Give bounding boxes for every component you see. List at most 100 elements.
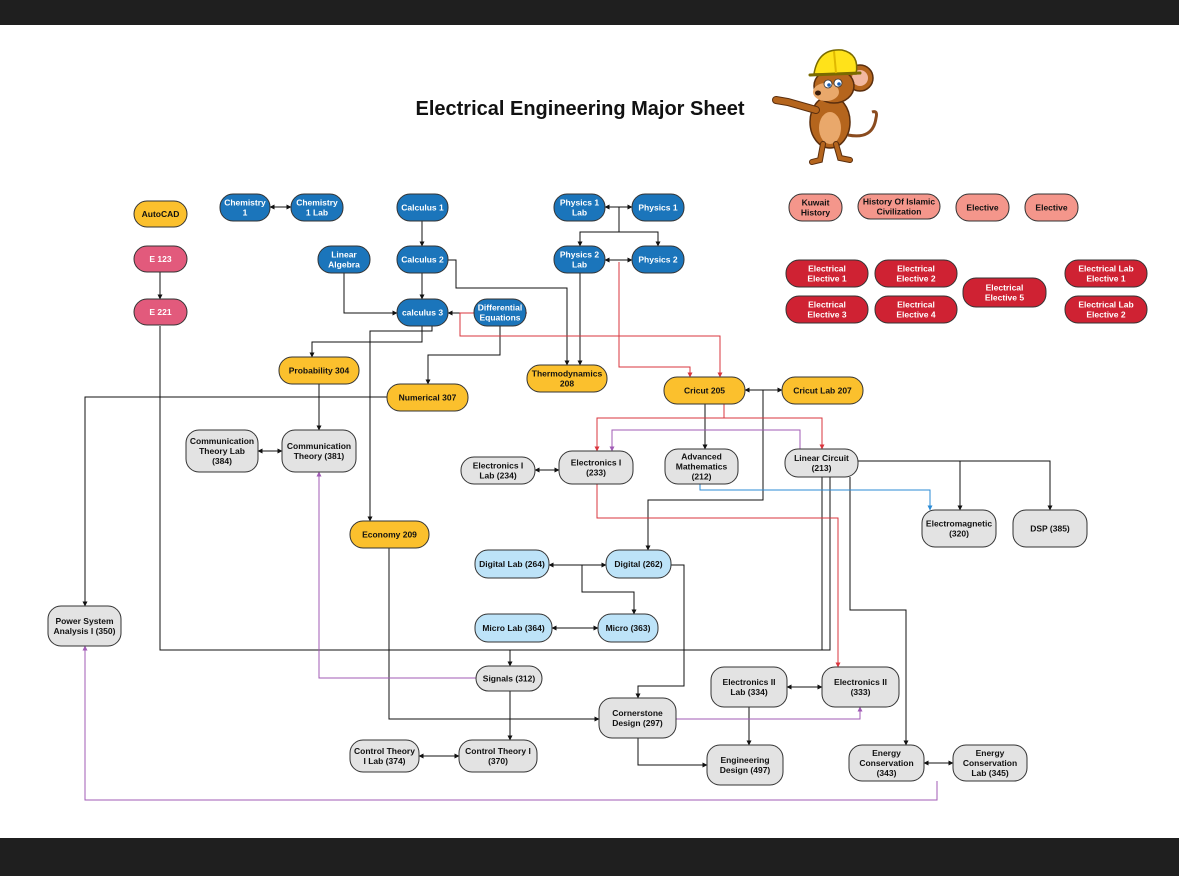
course-label: DSP (385) (1030, 524, 1070, 534)
course-node-emag: Electromagnetic(320) (921, 509, 997, 548)
course-box (821, 666, 900, 708)
connector-line (830, 460, 1053, 511)
connector-line (388, 548, 600, 722)
course-box (219, 193, 271, 222)
course-label: Calculus 1 (401, 203, 444, 213)
course-label: Control Theory I(370) (465, 746, 531, 766)
course-node-elective1: Elective (955, 193, 1010, 222)
course-box (474, 549, 550, 579)
course-box (281, 429, 357, 473)
course-node-phys2: Physics 2 (631, 245, 685, 274)
connector-line (577, 207, 620, 247)
course-box (185, 429, 259, 473)
course-box (848, 744, 925, 782)
course-box (874, 259, 958, 288)
course-box (664, 448, 739, 485)
course-box (1064, 259, 1148, 288)
course-label: Economy 209 (362, 530, 417, 540)
course-box (526, 364, 608, 393)
mascot-mouse-icon (772, 49, 878, 165)
course-box (47, 605, 122, 647)
course-box (785, 259, 869, 288)
connector-line (367, 326, 433, 522)
connector-line (645, 390, 764, 551)
course-box (396, 193, 449, 222)
connector-line (581, 565, 637, 615)
connector-line (82, 645, 938, 801)
course-label: Probability 304 (289, 366, 350, 376)
course-box (921, 509, 997, 548)
course-node-calc1: Calculus 1 (396, 193, 449, 222)
course-box (349, 520, 430, 549)
course-box (133, 200, 188, 228)
course-label: Electromagnetic(320) (926, 519, 992, 539)
connector-line (609, 429, 801, 452)
course-node-economy209: Economy 209 (349, 520, 430, 549)
course-node-e123: E 123 (133, 245, 188, 273)
course-box (631, 193, 685, 222)
connector-line (619, 231, 661, 247)
course-box (706, 744, 784, 786)
course-label: Calculus 2 (401, 255, 444, 265)
course-box (558, 450, 634, 485)
course-box (349, 739, 420, 773)
course-box (784, 448, 859, 478)
course-box (663, 376, 746, 405)
course-box (553, 193, 606, 222)
course-node-micro: Micro (363) (597, 613, 659, 643)
course-box (553, 245, 606, 274)
course-box (133, 245, 188, 273)
course-label: Physics 2 (638, 255, 677, 265)
course-label: Physics 1 (638, 203, 677, 213)
course-box (857, 193, 941, 220)
course-label: Cricut Lab 207 (793, 386, 852, 396)
course-label: E 123 (149, 254, 171, 264)
course-label: Electronics I(233) (571, 458, 622, 478)
course-box (874, 295, 958, 324)
course-label: Linear Circuit(213) (794, 453, 849, 473)
course-box (781, 376, 864, 405)
course-box (1012, 509, 1088, 548)
course-box (133, 298, 188, 326)
connector-line (82, 396, 387, 607)
course-label: calculus 3 (402, 308, 443, 318)
connector-line (309, 326, 423, 358)
connector-line (159, 326, 831, 651)
course-label: Signals (312) (483, 674, 536, 684)
course-node-num307: Numerical 307 (386, 383, 469, 412)
course-label: Electronics II(333) (834, 677, 887, 697)
course-node-cricut205: Cricut 205 (663, 376, 746, 405)
course-box (473, 298, 527, 327)
course-label: Numerical 307 (399, 393, 457, 403)
connector-line (637, 738, 708, 768)
